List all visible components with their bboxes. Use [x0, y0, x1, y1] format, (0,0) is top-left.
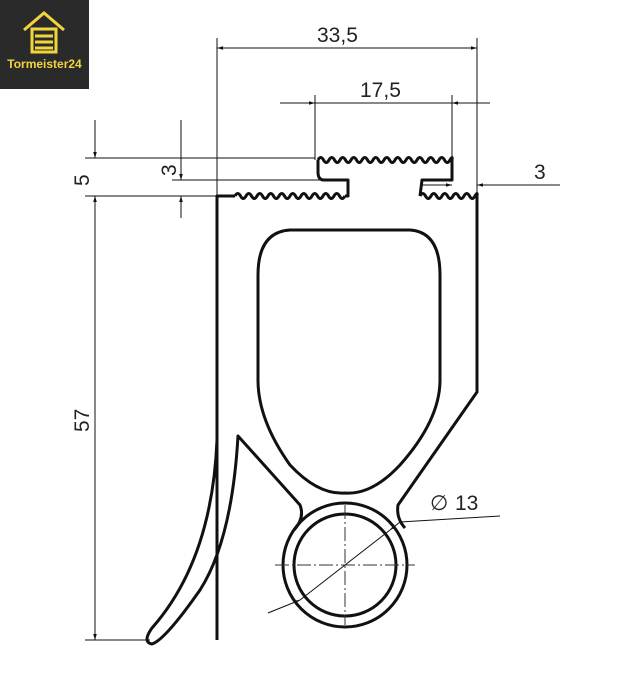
brand-logo: Tormeister24: [0, 0, 89, 89]
dim-top-height: 5: [71, 174, 94, 186]
dim-bulb-diameter: 13: [455, 492, 478, 515]
dim-slot-height: 3: [158, 164, 181, 176]
dim-slot-width: 17,5: [360, 79, 401, 102]
dimension-lines: [85, 38, 560, 641]
garage-icon: [23, 11, 65, 54]
dim-total-height: 57: [71, 409, 94, 432]
seal-profile: [145, 156, 479, 646]
dim-overall-width: 33,5: [317, 24, 358, 47]
logo-text: Tormeister24: [7, 57, 82, 71]
diameter-symbol: ∅: [430, 492, 448, 515]
dim-right-lip: 3: [534, 161, 546, 184]
